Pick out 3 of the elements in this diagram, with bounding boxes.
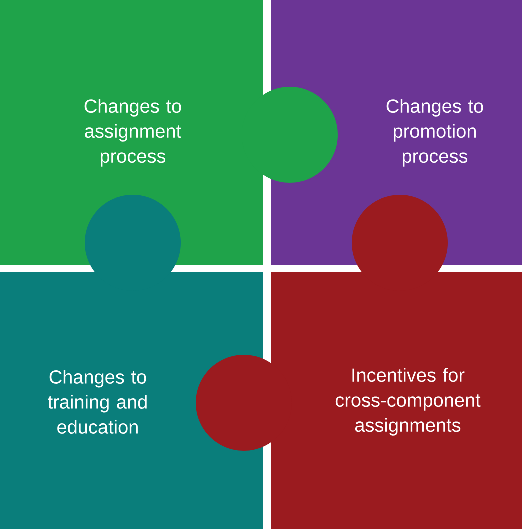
puzzle-piece: Changes to assignment process	[0, 0, 338, 265]
puzzle-piece: Incentives for cross-component assignments	[196, 195, 522, 529]
puzzle-piece: Changes to training and education	[0, 195, 263, 529]
